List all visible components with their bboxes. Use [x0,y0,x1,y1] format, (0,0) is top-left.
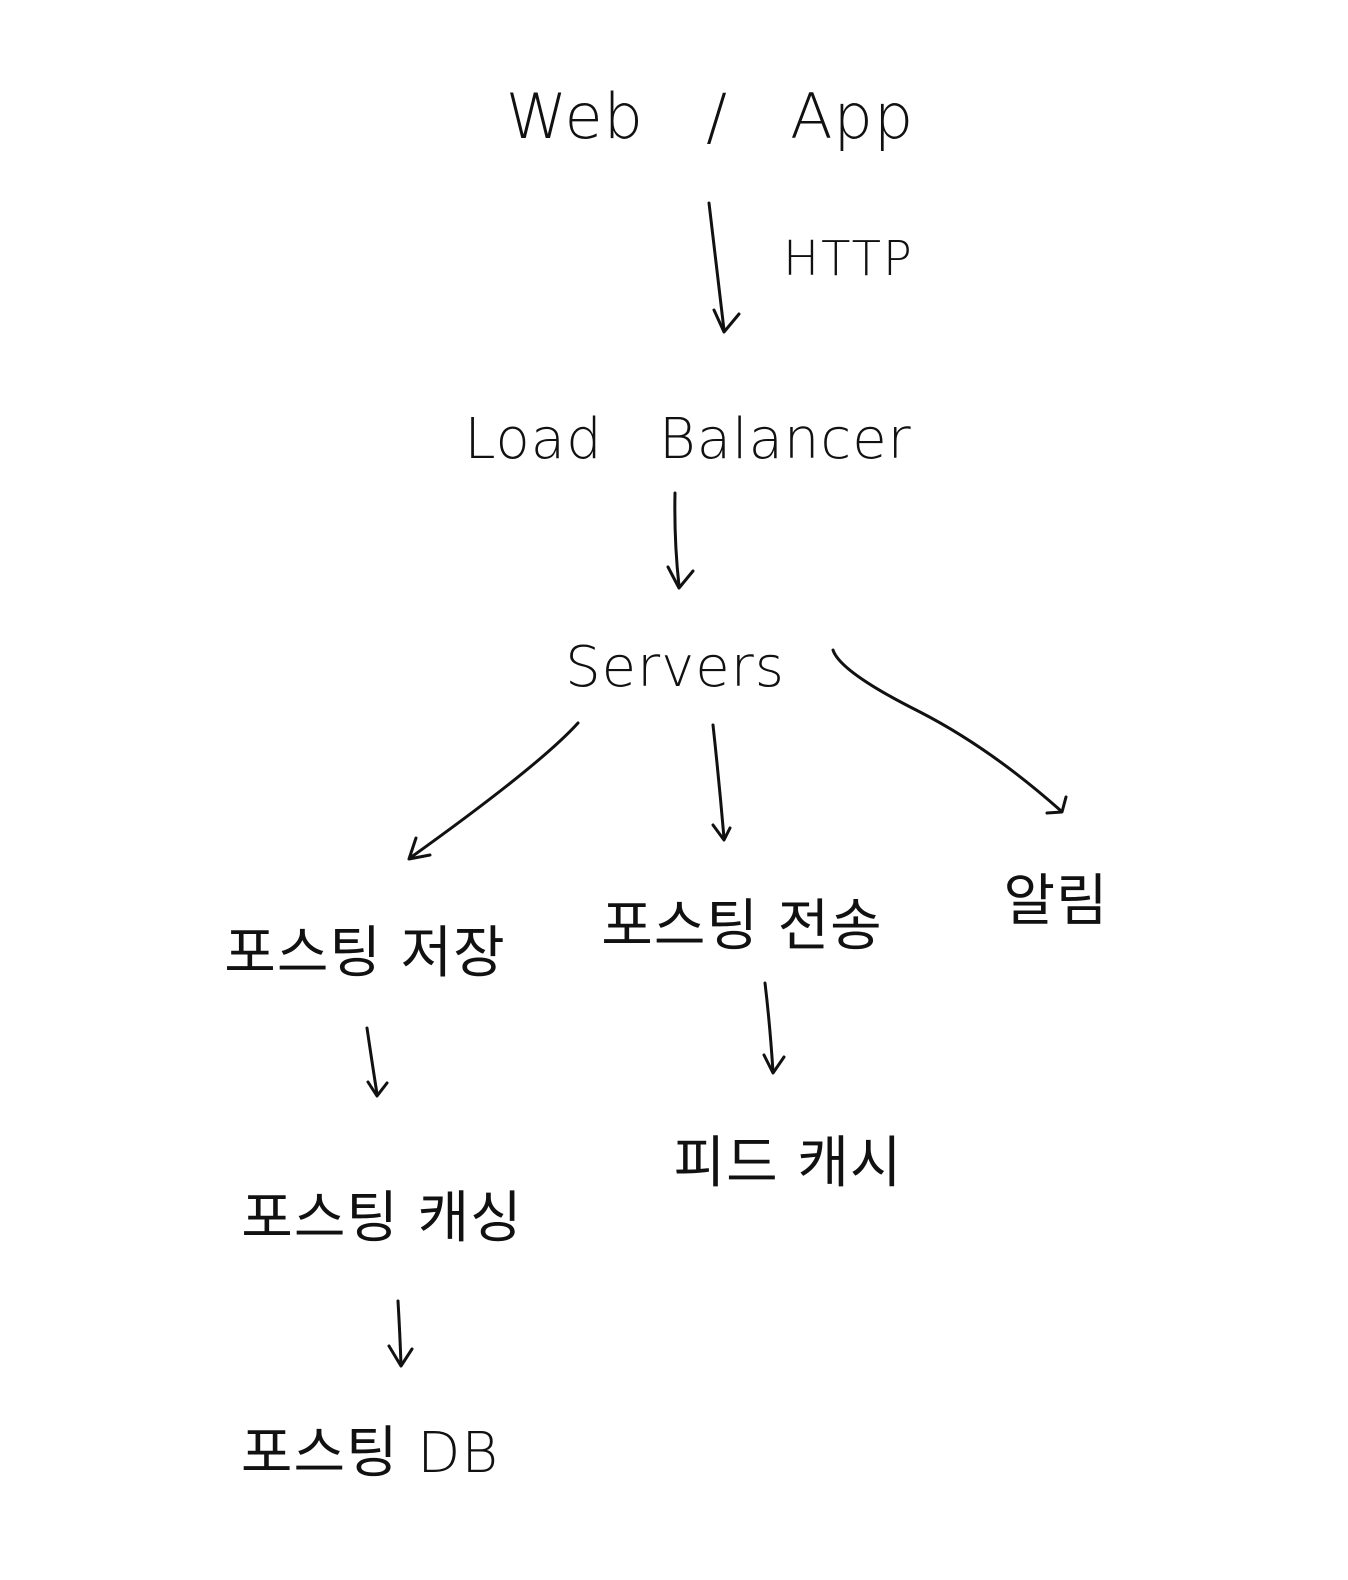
node-posting-db: 포스팅 DB [241,1421,499,1486]
arrow-servers-to-posting-save [407,721,580,861]
edge-label-http: HTTP [783,231,914,287]
arrow-servers-to-notification [831,648,1068,815]
node-feed-cache: 피드 캐시 [674,1131,903,1196]
node-servers: Servers [565,635,785,700]
arrow-servers-to-posting-send [711,723,732,842]
arrow-lb-to-servers [666,491,695,590]
node-web-app: Web / App [506,80,914,153]
node-posting-cache: 포스팅 캐싱 [241,1186,522,1251]
arrow-posting-cache-to-db [387,1299,414,1368]
node-posting-send: 포스팅 전송 [601,894,882,959]
arrow-webapp-to-lb [707,201,741,334]
node-notification: 알림 [1003,869,1108,934]
node-load-balancer: Load Balancer [464,407,911,472]
arrow-posting-save-to-cache [365,1026,389,1098]
node-posting-save: 포스팅 저장 [224,921,505,986]
arrow-posting-send-to-feed-cache [762,981,786,1075]
